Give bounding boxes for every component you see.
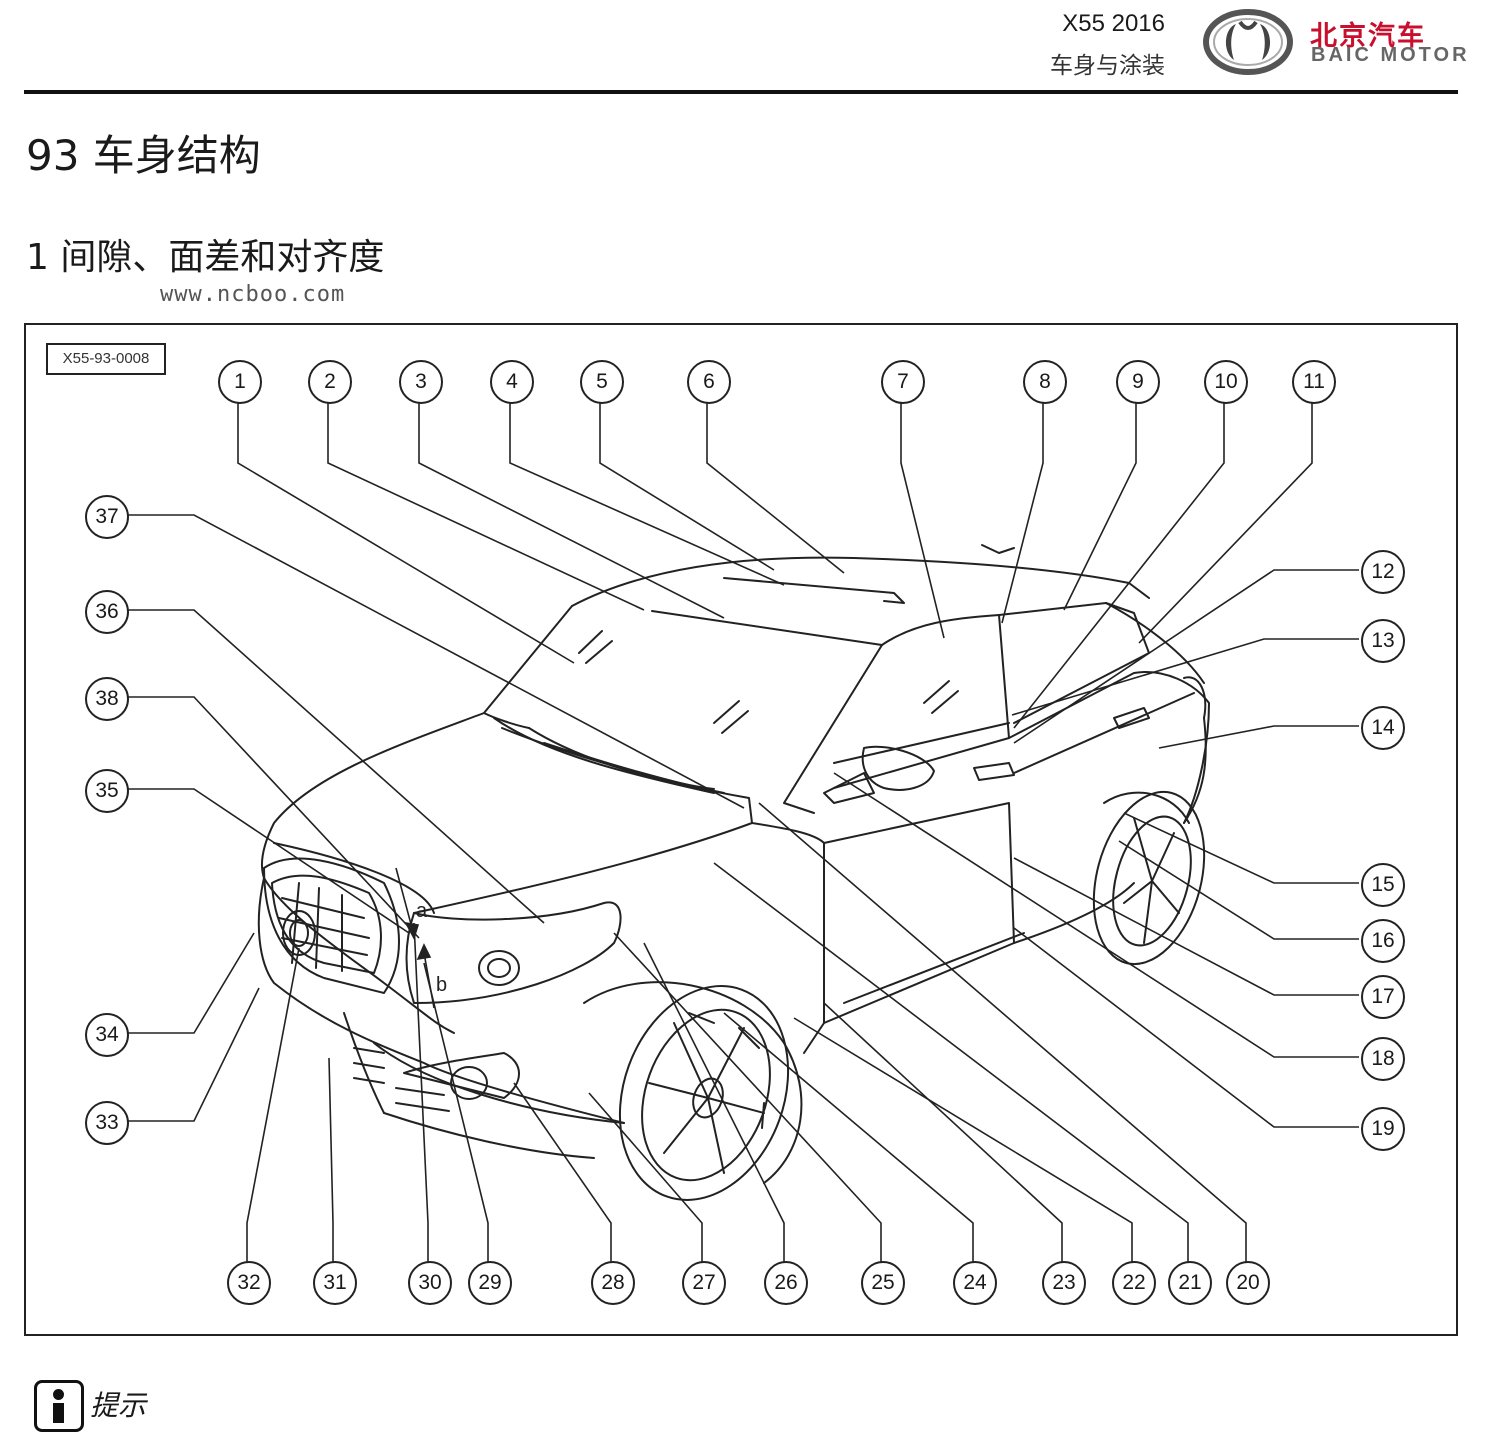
callout-7: 7: [881, 360, 925, 404]
brand-name-cn: 北京汽车: [1310, 21, 1426, 52]
document-section: 车身与涂装: [1050, 53, 1165, 79]
callout-28: 28: [591, 1261, 635, 1305]
callout-32: 32: [227, 1261, 271, 1305]
note-label: 提示: [90, 1389, 147, 1422]
watermark-text: www.ncboo.com: [160, 282, 346, 307]
callout-25: 25: [861, 1261, 905, 1305]
car-line-drawing: a b: [24, 323, 1458, 1336]
callout-14: 14: [1361, 706, 1405, 750]
callout-9: 9: [1116, 360, 1160, 404]
section-title: 1 间隙、面差和对齐度: [26, 237, 385, 278]
header-divider: [24, 90, 1458, 94]
callout-24: 24: [953, 1261, 997, 1305]
callout-6: 6: [687, 360, 731, 404]
callout-36: 36: [85, 590, 129, 634]
brand-name-en: BAIC MOTOR: [1311, 44, 1470, 66]
callout-10: 10: [1204, 360, 1248, 404]
callout-3: 3: [399, 360, 443, 404]
callout-13: 13: [1361, 619, 1405, 663]
callout-5: 5: [580, 360, 624, 404]
callout-2: 2: [308, 360, 352, 404]
callout-31: 31: [313, 1261, 357, 1305]
callout-4: 4: [490, 360, 534, 404]
callout-18: 18: [1361, 1037, 1405, 1081]
callout-11: 11: [1292, 360, 1336, 404]
chapter-title: 93 车身结构: [26, 131, 261, 180]
callout-34: 34: [85, 1013, 129, 1057]
callout-20: 20: [1226, 1261, 1270, 1305]
point-label-a: a: [416, 900, 428, 922]
callout-37: 37: [85, 495, 129, 539]
info-icon: [34, 1380, 84, 1432]
callout-29: 29: [468, 1261, 512, 1305]
point-label-b: b: [436, 974, 447, 996]
callout-30: 30: [408, 1261, 452, 1305]
callout-33: 33: [85, 1101, 129, 1145]
callout-21: 21: [1168, 1261, 1212, 1305]
callout-27: 27: [682, 1261, 726, 1305]
body-gap-flush-diagram: a b X55-93-0008 1 2 3 4 5 6 7 8 9 10 11 …: [24, 323, 1458, 1336]
callout-15: 15: [1361, 863, 1405, 907]
callout-22: 22: [1112, 1261, 1156, 1305]
callout-26: 26: [764, 1261, 808, 1305]
callout-35: 35: [85, 769, 129, 813]
callout-17: 17: [1361, 975, 1405, 1019]
callout-8: 8: [1023, 360, 1067, 404]
callout-23: 23: [1042, 1261, 1086, 1305]
callout-12: 12: [1361, 550, 1405, 594]
callout-1: 1: [218, 360, 262, 404]
figure-id: X55-93-0008: [46, 343, 166, 375]
callout-38: 38: [85, 677, 129, 721]
document-model: X55 2016: [1062, 10, 1165, 37]
callout-19: 19: [1361, 1107, 1405, 1151]
callout-16: 16: [1361, 919, 1405, 963]
baic-logo-icon: [1203, 9, 1293, 75]
